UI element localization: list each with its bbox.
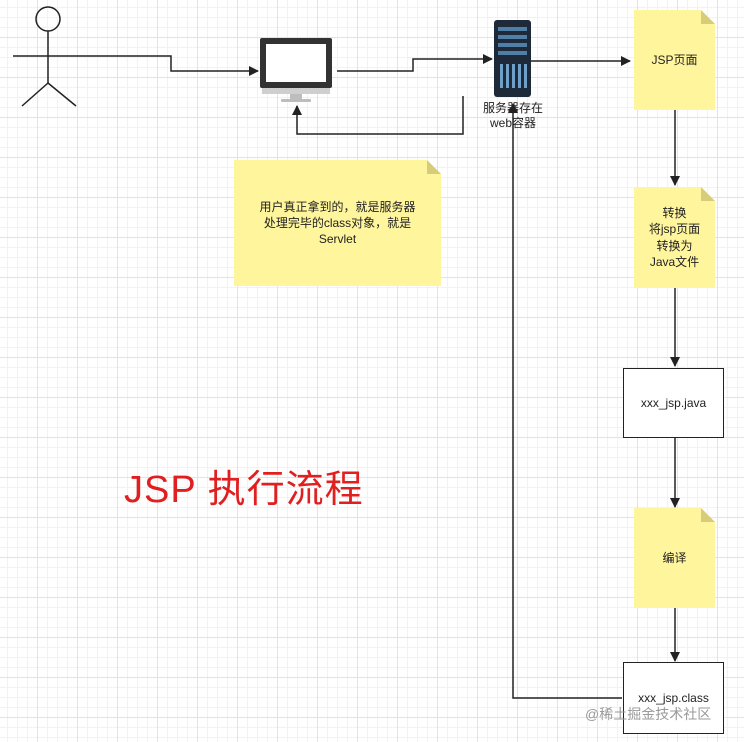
server-label: 服务器存在 web容器 xyxy=(482,101,543,130)
edge-user-to-monitor xyxy=(83,55,259,76)
diagram-title: JSP 执行流程 xyxy=(124,469,364,511)
edge-monitor-to-server xyxy=(337,54,493,72)
watermark: @稀土掘金技术社区 xyxy=(585,706,712,722)
class-file-box: xxx_jsp.class xyxy=(623,662,724,734)
user-actor-icon xyxy=(13,6,83,107)
server-icon xyxy=(494,20,531,97)
java-file-box: xxx_jsp.java xyxy=(623,368,724,438)
convert-note: 转换 将jsp页面 转换为 Java文件 xyxy=(634,187,715,288)
edge-server-to-monitor xyxy=(292,96,464,135)
compile-note: 编译 xyxy=(634,508,715,608)
edge-class-to-server xyxy=(508,103,622,699)
result-note: 用户真正拿到的，就是服务器处理完毕的class对象，就是Servlet xyxy=(234,160,441,286)
monitor-icon xyxy=(260,38,332,102)
jsp-page-note: JSP页面 xyxy=(634,10,715,110)
